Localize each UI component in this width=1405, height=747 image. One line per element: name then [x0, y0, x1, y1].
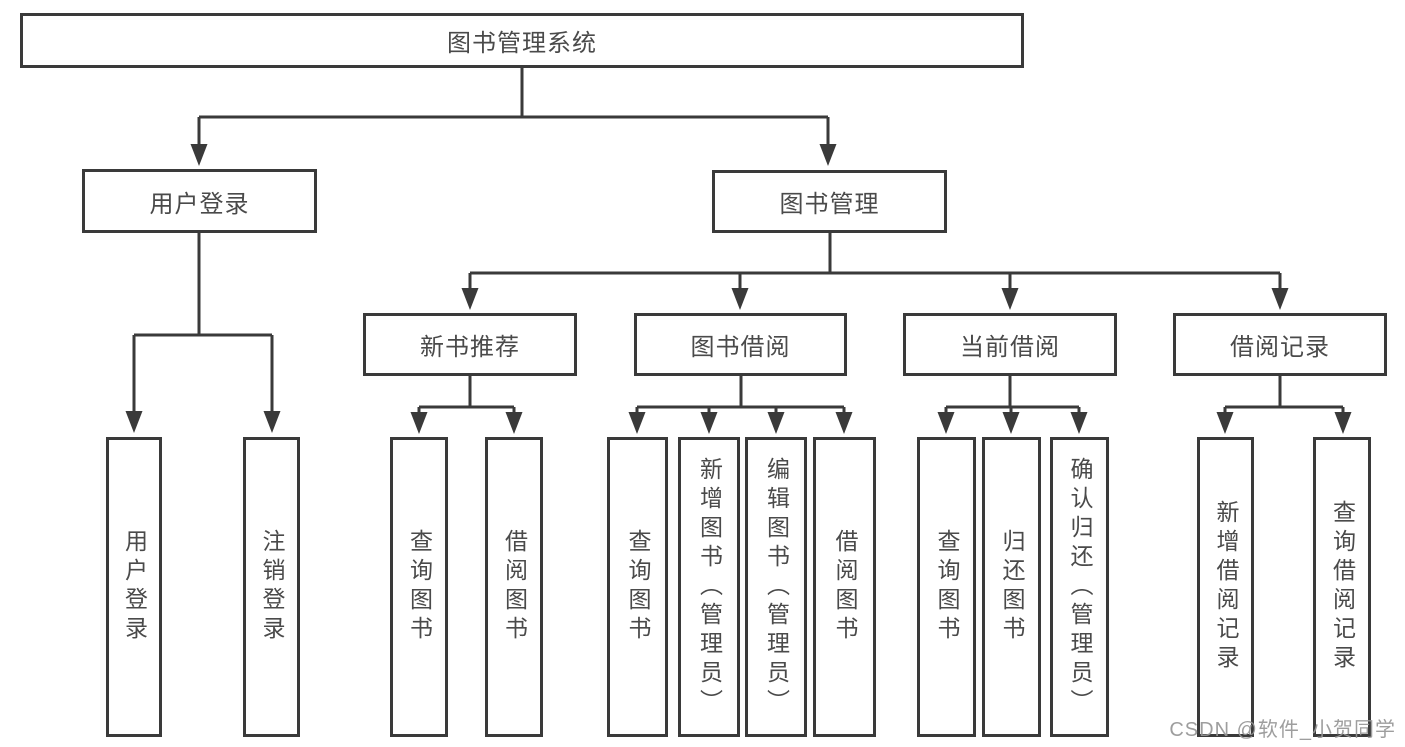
- connector-user-login: [132, 233, 274, 413]
- leaf-query-borrow-record: 查询借阅记录: [1313, 437, 1371, 737]
- node-new-book-recommendation: 新书推荐: [363, 313, 577, 376]
- connector-book-borrowing: [635, 376, 846, 414]
- leaf-borrow-books-borrowing: 借阅图书: [813, 437, 876, 737]
- connector-current-borrowing: [944, 376, 1081, 414]
- leaf-label: 用户登录: [121, 529, 148, 645]
- node-label: 图书管理系统: [447, 30, 597, 57]
- leaf-user-login: 用户登录: [106, 437, 162, 737]
- node-label: 图书借阅: [690, 334, 791, 361]
- leaf-add-borrow-record: 新增借阅记录: [1197, 437, 1254, 737]
- arrowheads-root: [190, 144, 837, 166]
- node-label: 新书推荐: [420, 334, 520, 361]
- node-book-borrowing: 图书借阅: [634, 313, 847, 376]
- arrowheads-book-management: [461, 288, 1289, 310]
- leaf-label: 查询借阅记录: [1329, 500, 1356, 674]
- leaf-label: 编辑图书（管理员）: [763, 456, 790, 718]
- arrowheads-new-book-recommend: [410, 412, 523, 434]
- node-book-management: 图书管理: [712, 170, 947, 233]
- node-current-borrowing: 当前借阅: [903, 313, 1117, 376]
- leaf-label: 查询图书: [406, 529, 433, 645]
- leaf-borrow-books-recommend: 借阅图书: [485, 437, 543, 737]
- leaf-label: 借阅图书: [501, 529, 528, 645]
- leaf-label: 归还图书: [999, 529, 1025, 645]
- node-user-login: 用户登录: [82, 169, 317, 233]
- leaf-confirm-return-admin: 确认归还（管理员）: [1050, 437, 1109, 737]
- leaf-query-books-recommend: 查询图书: [390, 437, 448, 737]
- leaf-query-books-borrowing: 查询图书: [607, 437, 668, 737]
- leaf-return-books: 归还图书: [982, 437, 1041, 737]
- connector-root: [197, 68, 830, 146]
- node-label: 当前借阅: [960, 334, 1060, 361]
- leaf-label: 新增图书（管理员）: [696, 456, 723, 718]
- leaf-label: 借阅图书: [832, 529, 858, 645]
- arrowheads-user-login: [125, 411, 281, 433]
- node-borrowing-records: 借阅记录: [1173, 313, 1387, 376]
- leaf-add-books-admin: 新增图书（管理员）: [678, 437, 740, 737]
- leaf-label: 查询图书: [934, 529, 960, 645]
- leaf-edit-books-admin: 编辑图书（管理员）: [745, 437, 807, 737]
- leaf-label: 新增借阅记录: [1213, 500, 1239, 674]
- node-label: 用户登录: [149, 190, 250, 218]
- arrowheads-current-borrowing: [937, 412, 1088, 434]
- leaf-label: 确认归还（管理员）: [1067, 456, 1093, 718]
- watermark-text: CSDN @软件_小贺同学: [1169, 719, 1396, 741]
- leaf-query-books-current: 查询图书: [917, 437, 976, 737]
- leaf-label: 注销登录: [259, 529, 285, 645]
- leaf-logout-login: 注销登录: [243, 437, 300, 737]
- connector-book-management: [468, 233, 1282, 290]
- node-label: 借阅记录: [1230, 334, 1330, 361]
- connector-borrowing-records: [1223, 376, 1345, 414]
- connector-new-book-recommend: [417, 376, 516, 414]
- arrowheads-book-borrowing: [628, 412, 853, 434]
- leaf-label: 查询图书: [625, 529, 651, 645]
- node-label: 图书管理: [779, 191, 880, 218]
- arrowheads-borrowing-records: [1216, 412, 1352, 434]
- node-library-management-system: 图书管理系统: [20, 13, 1024, 68]
